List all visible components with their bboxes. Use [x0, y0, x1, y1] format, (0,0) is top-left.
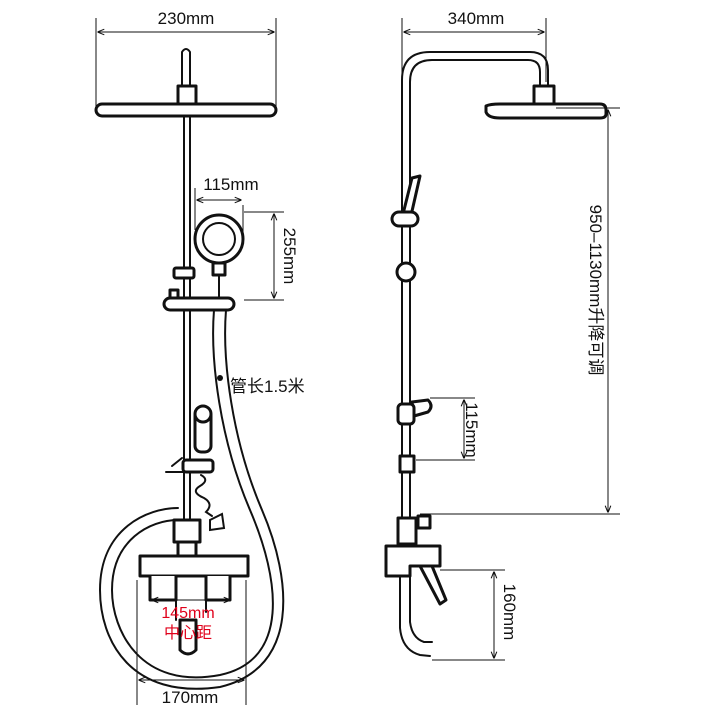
- mixer-body: [138, 554, 250, 578]
- spout-height-label: 160mm: [500, 584, 519, 641]
- side-view: 340mm 115mm 950–1130mm升降可调: [384, 9, 620, 661]
- width-top-label: 230mm: [158, 9, 215, 28]
- front-view: 230mm 115mm 255mm 管长1.5米: [94, 9, 305, 707]
- side-mixer-body: [384, 544, 442, 578]
- hose-marker-dot: [217, 375, 223, 381]
- center-distance-value: 145mm: [161, 605, 214, 622]
- side-spout: [399, 575, 433, 657]
- hand-shower-height-label: 255mm: [280, 228, 299, 285]
- sprayer-height-label: 115mm: [462, 402, 481, 457]
- arm-reach-label: 340mm: [448, 9, 505, 28]
- side-rain-head: [484, 102, 608, 120]
- center-distance-caption: 中心距: [164, 624, 212, 642]
- hand-shower-width-label: 115mm: [203, 175, 258, 194]
- height-range-label: 950–1130mm升降可调: [586, 205, 605, 376]
- base-width-label: 170mm: [162, 688, 219, 707]
- shower-hose: [110, 309, 274, 679]
- side-riser-outer: [401, 51, 549, 521]
- hose-length-label: 管长1.5米: [230, 377, 305, 396]
- rain-shower-head: [94, 102, 278, 118]
